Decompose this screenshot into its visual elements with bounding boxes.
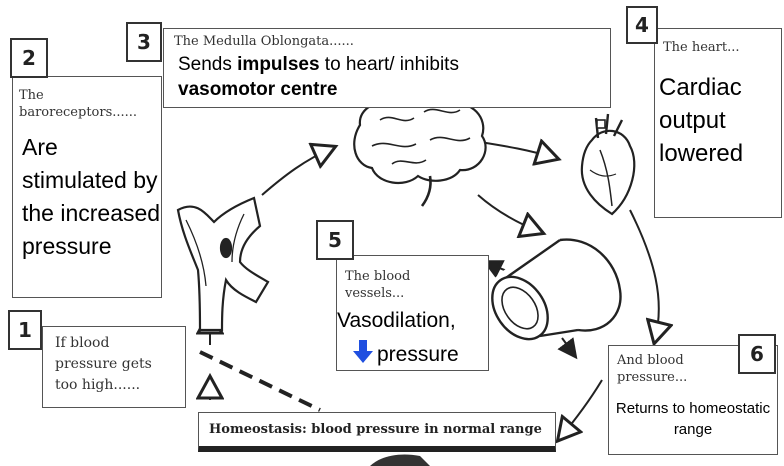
baroreceptors-box: The baroreceptors...... Are stimulated b… — [12, 76, 162, 298]
medulla-heading: The Medulla Oblongata...... — [174, 34, 354, 49]
medulla-box: The Medulla Oblongata...... Sends impuls… — [163, 28, 611, 108]
cycle-arrows — [210, 142, 659, 438]
vessels-box: The blood vessels... Vasodilation, press… — [336, 255, 489, 371]
trigger-number: 1 — [8, 310, 42, 350]
arrow-heart-to-result — [629, 209, 659, 340]
vessels-number: 5 — [316, 220, 354, 260]
medulla-text: Sends impulses to heart/ inhibits vasomo… — [178, 52, 459, 102]
homeostasis-banner-text: Homeostasis: blood pressure in normal ra… — [209, 422, 542, 437]
dashed-line — [199, 350, 321, 412]
medulla-text-bold-1: impulses — [237, 54, 320, 75]
heart-text: Cardiac output lowered — [659, 74, 744, 167]
homeostasis-banner: Homeostasis: blood pressure in normal ra… — [198, 412, 556, 452]
vessels-heading: The blood vessels... — [345, 269, 411, 301]
bottom-dark-object — [370, 454, 430, 466]
arrow-carotid-to-brain — [261, 148, 332, 196]
brain-drawing — [353, 93, 487, 207]
result-heading: And blood pressure... — [617, 353, 688, 385]
down-arrow-icon — [353, 340, 373, 364]
medulla-text-2: to heart/ inhibits — [319, 54, 459, 75]
heart-box: The heart... Cardiac output lowered — [654, 28, 782, 218]
result-number: 6 — [738, 334, 776, 374]
baroreceptors-number: 2 — [10, 38, 48, 78]
medulla-number: 3 — [126, 22, 162, 62]
blood-vessel-drawing — [480, 238, 622, 341]
trigger-text: If blood pressure gets too high...... — [55, 335, 152, 393]
arrow-brain-to-heart — [479, 142, 555, 158]
trigger-box: If blood pressure gets too high...... — [42, 326, 186, 408]
heart-number: 4 — [626, 6, 658, 44]
arrow-bottom-curve — [560, 379, 603, 438]
medulla-text-bold-2: vasomotor centre — [178, 79, 338, 100]
result-text: Returns to homeostatic range — [615, 400, 771, 438]
heart-heading: The heart... — [663, 40, 740, 55]
arrow-vessel-down — [557, 337, 578, 360]
medulla-text-1: Sends — [178, 54, 238, 75]
vessels-text-line2: pressure — [377, 343, 459, 366]
vessels-text-line1: Vasodilation, — [337, 309, 456, 332]
carotid-artery-drawing — [176, 196, 270, 332]
heart-drawing — [580, 113, 636, 216]
baroreceptors-heading: The baroreceptors...... — [19, 88, 138, 120]
baroreceptors-text: Are stimulated by the increased pressure — [22, 134, 161, 259]
arrow-brain-to-vessel — [477, 194, 540, 232]
